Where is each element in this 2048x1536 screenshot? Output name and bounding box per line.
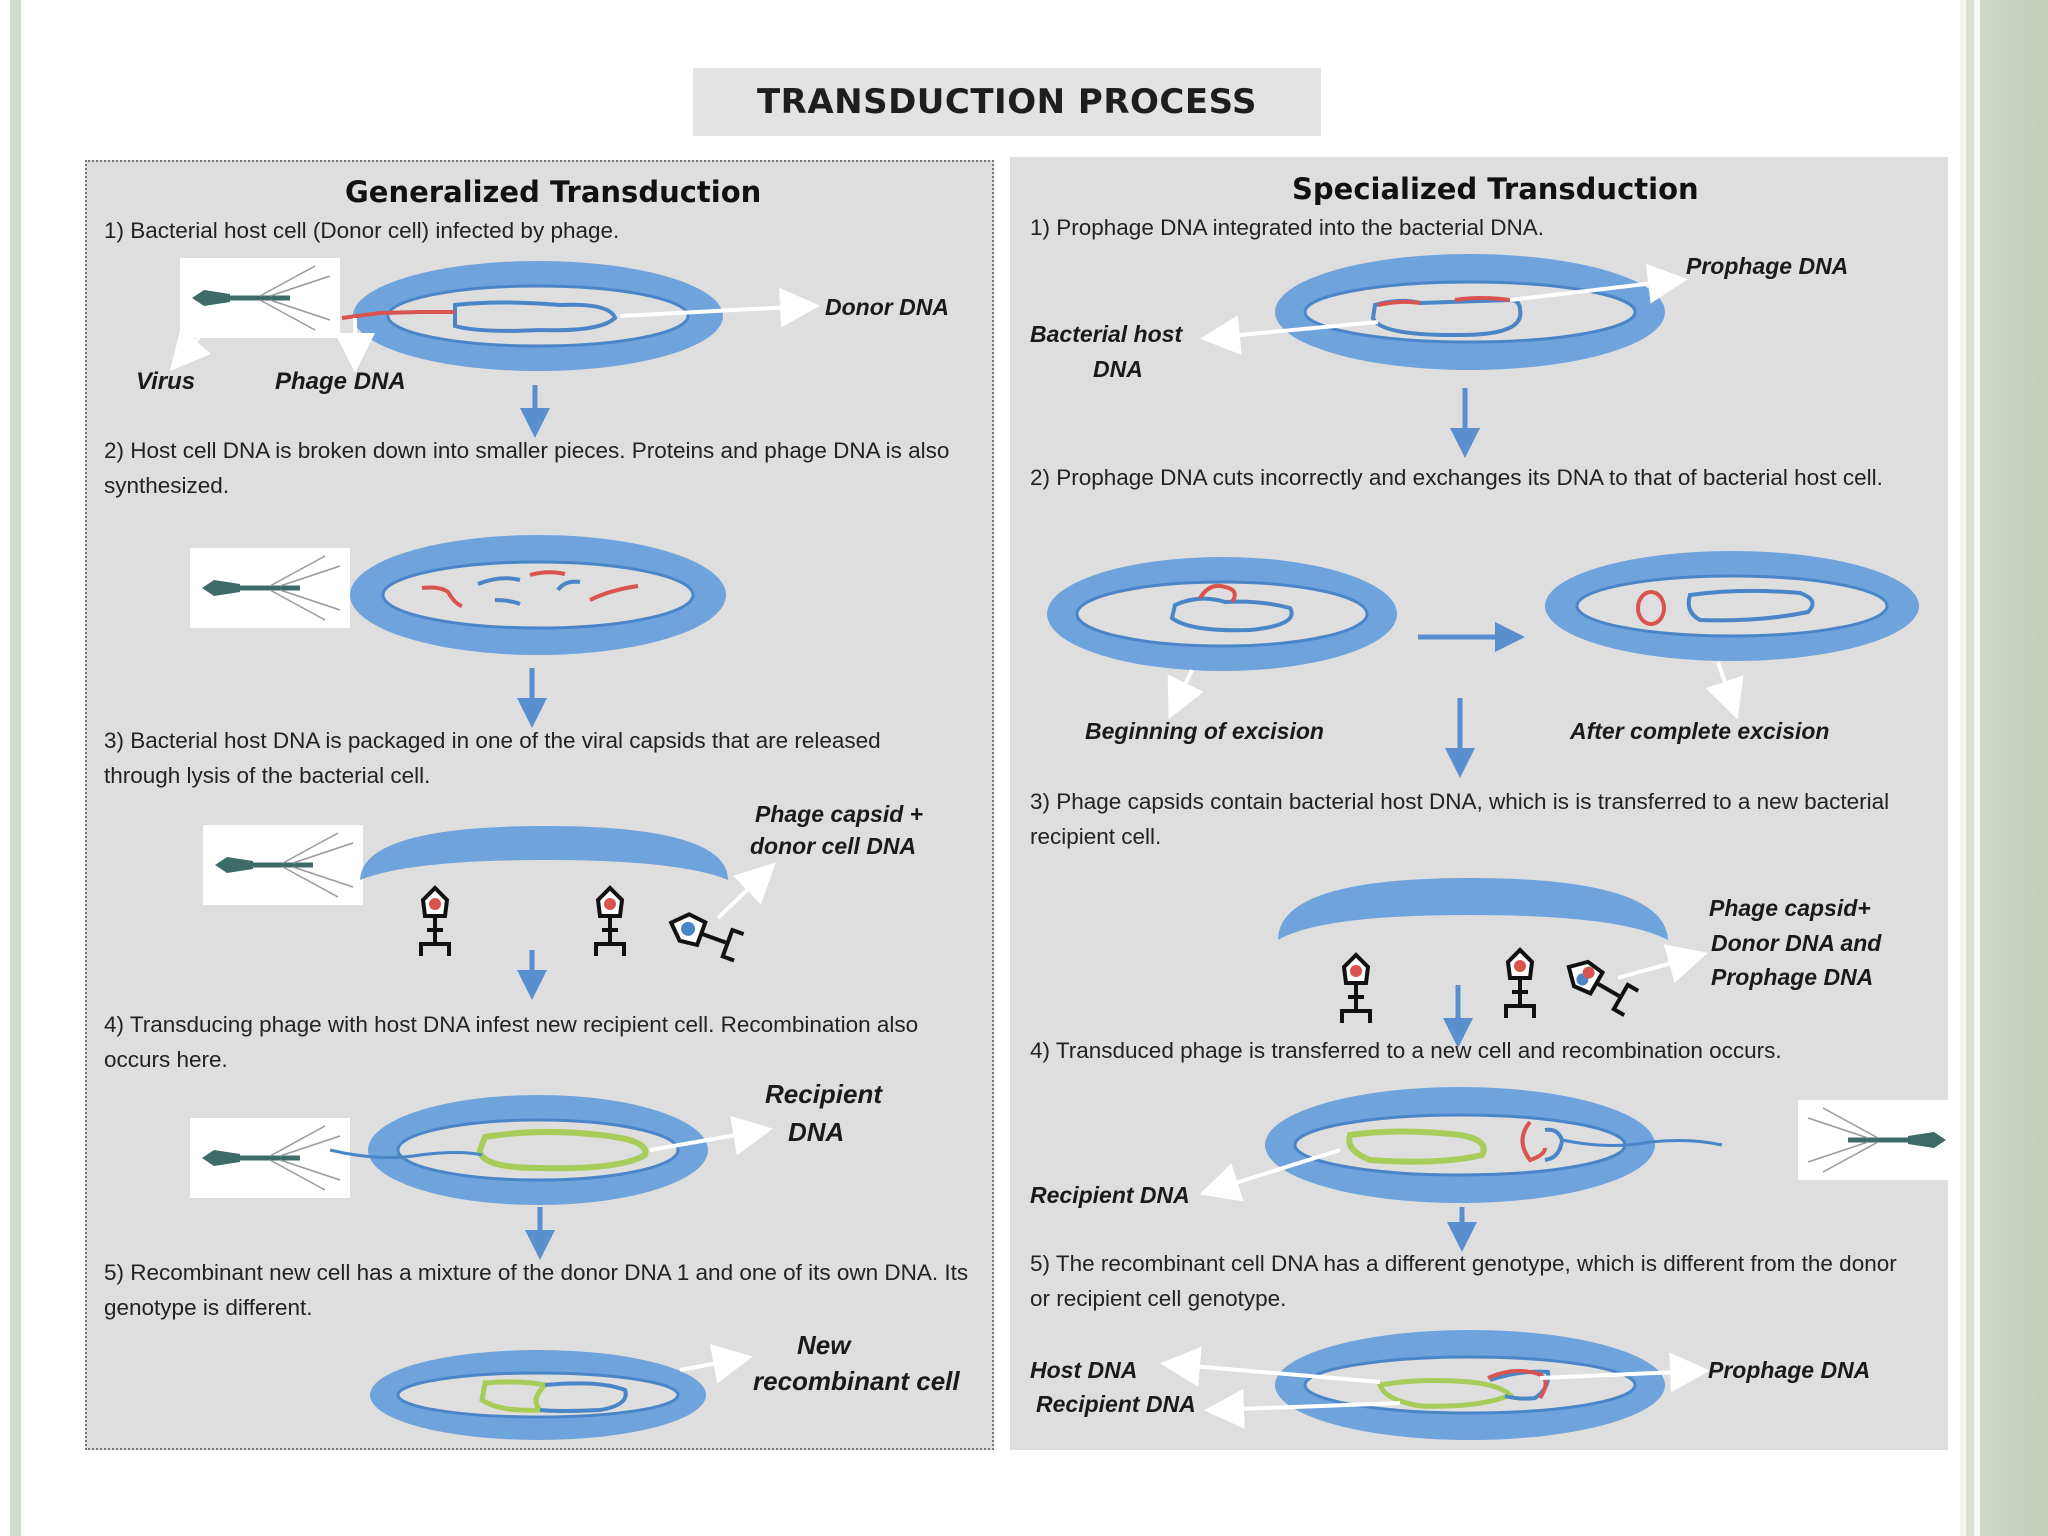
dna-fragment (529, 570, 566, 577)
gen-step2-figure (190, 535, 726, 655)
phage-particle (1340, 953, 1372, 1025)
generalized-step-2: 2) Host cell DNA is broken down into sma… (104, 438, 950, 498)
transducing-phage (668, 912, 745, 963)
label-virus: Virus (136, 368, 195, 395)
prophage-dna-segment (1454, 296, 1511, 302)
label-bacterial-host-2: DNA (1093, 356, 1143, 382)
specialized-step-5: 5) The recombinant cell DNA has a differ… (1030, 1251, 1897, 1311)
recombinant-dna-green (479, 1379, 551, 1413)
phage-particle (1504, 948, 1536, 1020)
recombinant-dna-blue (539, 1381, 628, 1413)
label-recipient-dna-2: Recipient DNA (1036, 1391, 1196, 1417)
specialized-panel (1010, 157, 1948, 1450)
spec-step4-figure (1199, 1087, 1958, 1252)
title-box: TRANSDUCTION PROCESS (693, 68, 1321, 136)
specialized-step-3: 3) Phage capsids contain bacterial host … (1030, 789, 1890, 849)
label-prophage-dna: Prophage DNA (1686, 253, 1848, 279)
page-title: TRANSDUCTION PROCESS (756, 82, 1258, 122)
recipient-dna (476, 1128, 649, 1172)
label-beginning-excision: Beginning of excision (1085, 718, 1324, 744)
label-prophage-dna-2: Prophage DNA (1708, 1357, 1870, 1383)
generalized-step-4: 4) Transducing phage with host DNA infes… (104, 1012, 919, 1072)
label-phage-capsid-3: Prophage DNA (1711, 964, 1873, 990)
label-recipient-dna-1: Recipient (765, 1079, 883, 1109)
slide-frame-left (10, 0, 21, 1536)
spec-step1-figure (1200, 254, 1688, 370)
label-phage-capsid-2: Donor DNA and (1711, 930, 1882, 956)
lysed-cell (360, 826, 728, 880)
label-new-1: New (797, 1330, 852, 1360)
phage-particle (594, 886, 626, 958)
slide-frame-right (1960, 0, 2048, 1536)
generalized-step-1: 1) Bacterial host cell (Donor cell) infe… (104, 218, 620, 243)
lysed-cell (1278, 878, 1668, 940)
specialized-step-2: 2) Prophage DNA cuts incorrectly and exc… (1030, 465, 1883, 490)
dna-fragment (494, 598, 521, 606)
label-donor-dna: Donor DNA (825, 294, 949, 320)
label-phage-dna: Phage DNA (275, 368, 406, 395)
transducing-phage (1566, 959, 1640, 1017)
dna-fragment (421, 585, 463, 608)
phage-icon (1798, 1100, 1958, 1180)
spec-step2-figure (1047, 551, 1919, 720)
specialized-heading: Specialized Transduction (1292, 172, 1699, 206)
phage-particle (419, 886, 451, 958)
phage-dna-strand (341, 310, 455, 320)
label-phage-capsid-1: Phage capsid + (755, 801, 923, 827)
gen-step4-figure (190, 1095, 773, 1205)
phage-icon (190, 1118, 350, 1198)
phage-icon (180, 258, 340, 338)
phage-icon (190, 548, 350, 628)
generalized-step-3: 3) Bacterial host DNA is packaged in one… (104, 728, 881, 788)
dna-fragment (477, 576, 521, 586)
phage-icon (203, 825, 363, 905)
recipient-dna (1346, 1128, 1487, 1165)
label-phage-capsid-2: donor cell DNA (750, 833, 916, 859)
specialized-step-1: 1) Prophage DNA integrated into the bact… (1030, 215, 1545, 240)
gen-step5-figure (370, 1344, 753, 1440)
specialized-step-4: 4) Transduced phage is transferred to a … (1030, 1038, 1782, 1063)
spec-step3-figure (1278, 878, 1708, 1048)
gen-step3-figure (203, 825, 776, 963)
label-after-excision: After complete excision (1569, 718, 1829, 744)
dna-fragment (556, 579, 581, 592)
label-recipient-dna-2: DNA (788, 1117, 844, 1147)
gen-step1-figure (169, 258, 820, 373)
label-bacterial-host-1: Bacterial host (1030, 321, 1183, 347)
label-new-2: recombinant cell (753, 1366, 960, 1396)
generalized-heading: Generalized Transduction (345, 175, 762, 209)
dna-fragment (589, 584, 639, 602)
spec-step5-figure (1160, 1330, 1710, 1440)
host-dna (453, 300, 618, 333)
generalized-step-5: 5) Recombinant new cell has a mixture of… (104, 1260, 969, 1320)
label-recipient-dna: Recipient DNA (1030, 1182, 1190, 1208)
label-host-dna: Host DNA (1030, 1357, 1137, 1383)
label-phage-capsid-1: Phage capsid+ (1709, 895, 1871, 921)
